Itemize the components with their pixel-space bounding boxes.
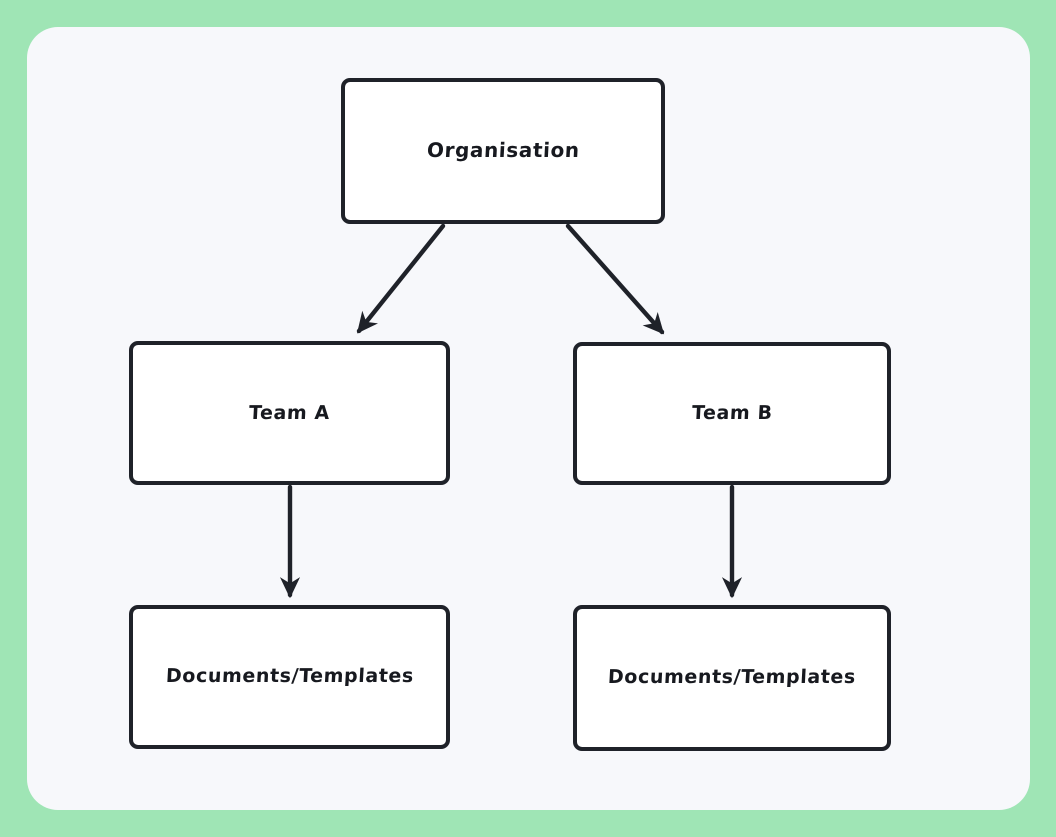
node-organisation-label: Organisation — [425, 138, 581, 162]
node-documents-templates-a[interactable]: Documents/Templates — [129, 605, 450, 749]
node-team-b-label: Team B — [691, 402, 773, 424]
node-documents-templates-a-label: Documents/Templates — [164, 665, 415, 687]
node-organisation[interactable]: Organisation — [341, 78, 665, 224]
node-team-a-label: Team A — [248, 401, 331, 424]
node-team-a[interactable]: Team A — [129, 341, 450, 485]
node-documents-templates-b[interactable]: Documents/Templates — [573, 605, 891, 751]
node-team-b[interactable]: Team B — [573, 342, 891, 485]
node-documents-templates-b-label: Documents/Templates — [607, 666, 857, 688]
